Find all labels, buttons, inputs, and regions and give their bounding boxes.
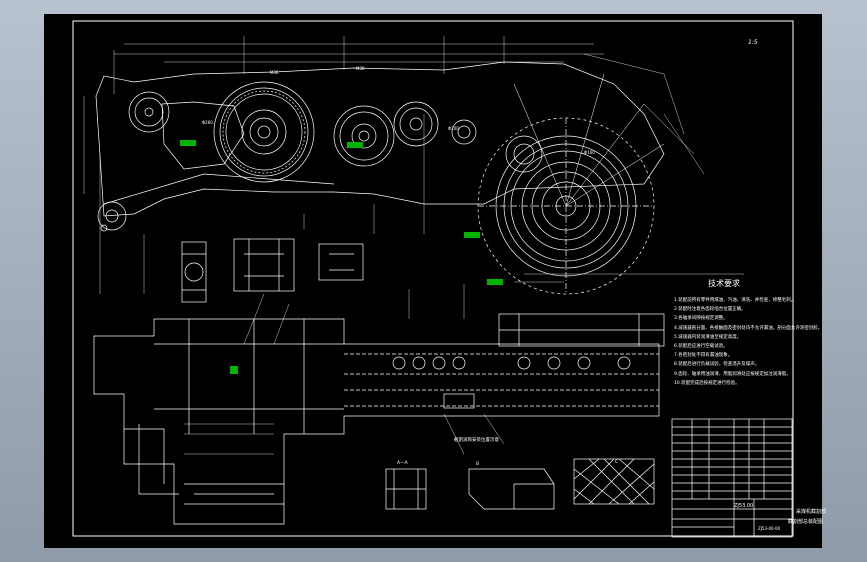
technical-requirement-item: 5.减速器内装润滑油至规定高度。 <box>674 334 742 340</box>
dimension-callout: M30 <box>356 66 365 71</box>
scale-note: 1:5 <box>748 39 758 46</box>
section-view <box>93 313 665 525</box>
technical-requirement-item: 6.装配后应进行空载试验。 <box>674 344 728 350</box>
gear-5 <box>451 119 543 173</box>
technical-requirements-title: 技术要求 <box>708 279 740 288</box>
view-c <box>573 458 655 505</box>
technical-requirement-item: 9.齿轮、轴承用油润滑，用脂润滑处应按规定加注润滑脂。 <box>674 371 791 377</box>
detail-view-2 <box>233 238 295 292</box>
technical-requirement-item: 3.各轴承间隙按规定调整。 <box>674 316 728 322</box>
cad-drawing <box>72 20 794 538</box>
technical-requirements-list: 1.装配前所有零件用煤油、汽油、清洗、并检查，修整毛刺。 2.装配时注意各齿轮啮合… <box>674 296 822 388</box>
drum-gear <box>477 73 665 295</box>
dimension-callout: M36 <box>270 70 279 75</box>
gear-1 <box>128 91 170 133</box>
dimension-callout: Φ160 <box>584 150 595 155</box>
title-block-code: ZJ53.00 <box>734 503 754 509</box>
technical-requirement-item: 7.各密封处不得有漏油现象。 <box>674 353 733 359</box>
dimension-lines-top <box>83 36 744 294</box>
section-label-a: A—A <box>397 461 408 466</box>
title-block-name-1: 采煤机截割部 <box>796 509 827 515</box>
gear-2 <box>213 81 315 183</box>
title-block-name-2: 截割部总装配图 <box>788 519 824 525</box>
arm-outline <box>95 61 665 217</box>
section-mark-note: 截割滚筒安装位置示意 <box>454 438 499 443</box>
drawing-sheet: 1:5 技术要求 1.装配前所有零件用煤油、汽油、清洗、并检查，修整毛刺。 2.装… <box>44 14 826 548</box>
section-label-b: B <box>476 462 480 467</box>
detail-view-1 <box>181 241 207 303</box>
dimension-callout: Φ200 <box>448 126 459 131</box>
technical-requirement-item: 10.装配完成后按规定进行检验。 <box>674 380 740 386</box>
section-label-c: C <box>615 460 619 465</box>
view-a <box>385 468 427 510</box>
gear-3 <box>333 105 395 167</box>
technical-requirement-item: 1.装配前所有零件用煤油、汽油、清洗、并检查，修整毛刺。 <box>674 298 796 303</box>
dimension-callout: Φ260 <box>202 120 213 125</box>
detail-view-3 <box>318 243 364 281</box>
title-block <box>671 418 793 538</box>
drawing-border <box>72 20 794 537</box>
technical-requirement-item: 4.减速器剖分面、各接触面及密封处均不允许漏油，剖分面允许涂密封胶。 <box>674 325 823 331</box>
pivot <box>97 201 127 232</box>
technical-requirement-item: 8.装配后进行负载试验，检查温升及噪声。 <box>674 362 760 368</box>
section-leaders <box>184 284 505 455</box>
view-b <box>468 468 555 510</box>
technical-requirement-item: 2.装配时注意各齿轮啮合位置正确。 <box>674 307 746 313</box>
gear-4 <box>393 101 439 147</box>
title-block-drawing-no: ZJ53-00-00 <box>758 526 781 531</box>
accent-labels <box>180 140 503 374</box>
